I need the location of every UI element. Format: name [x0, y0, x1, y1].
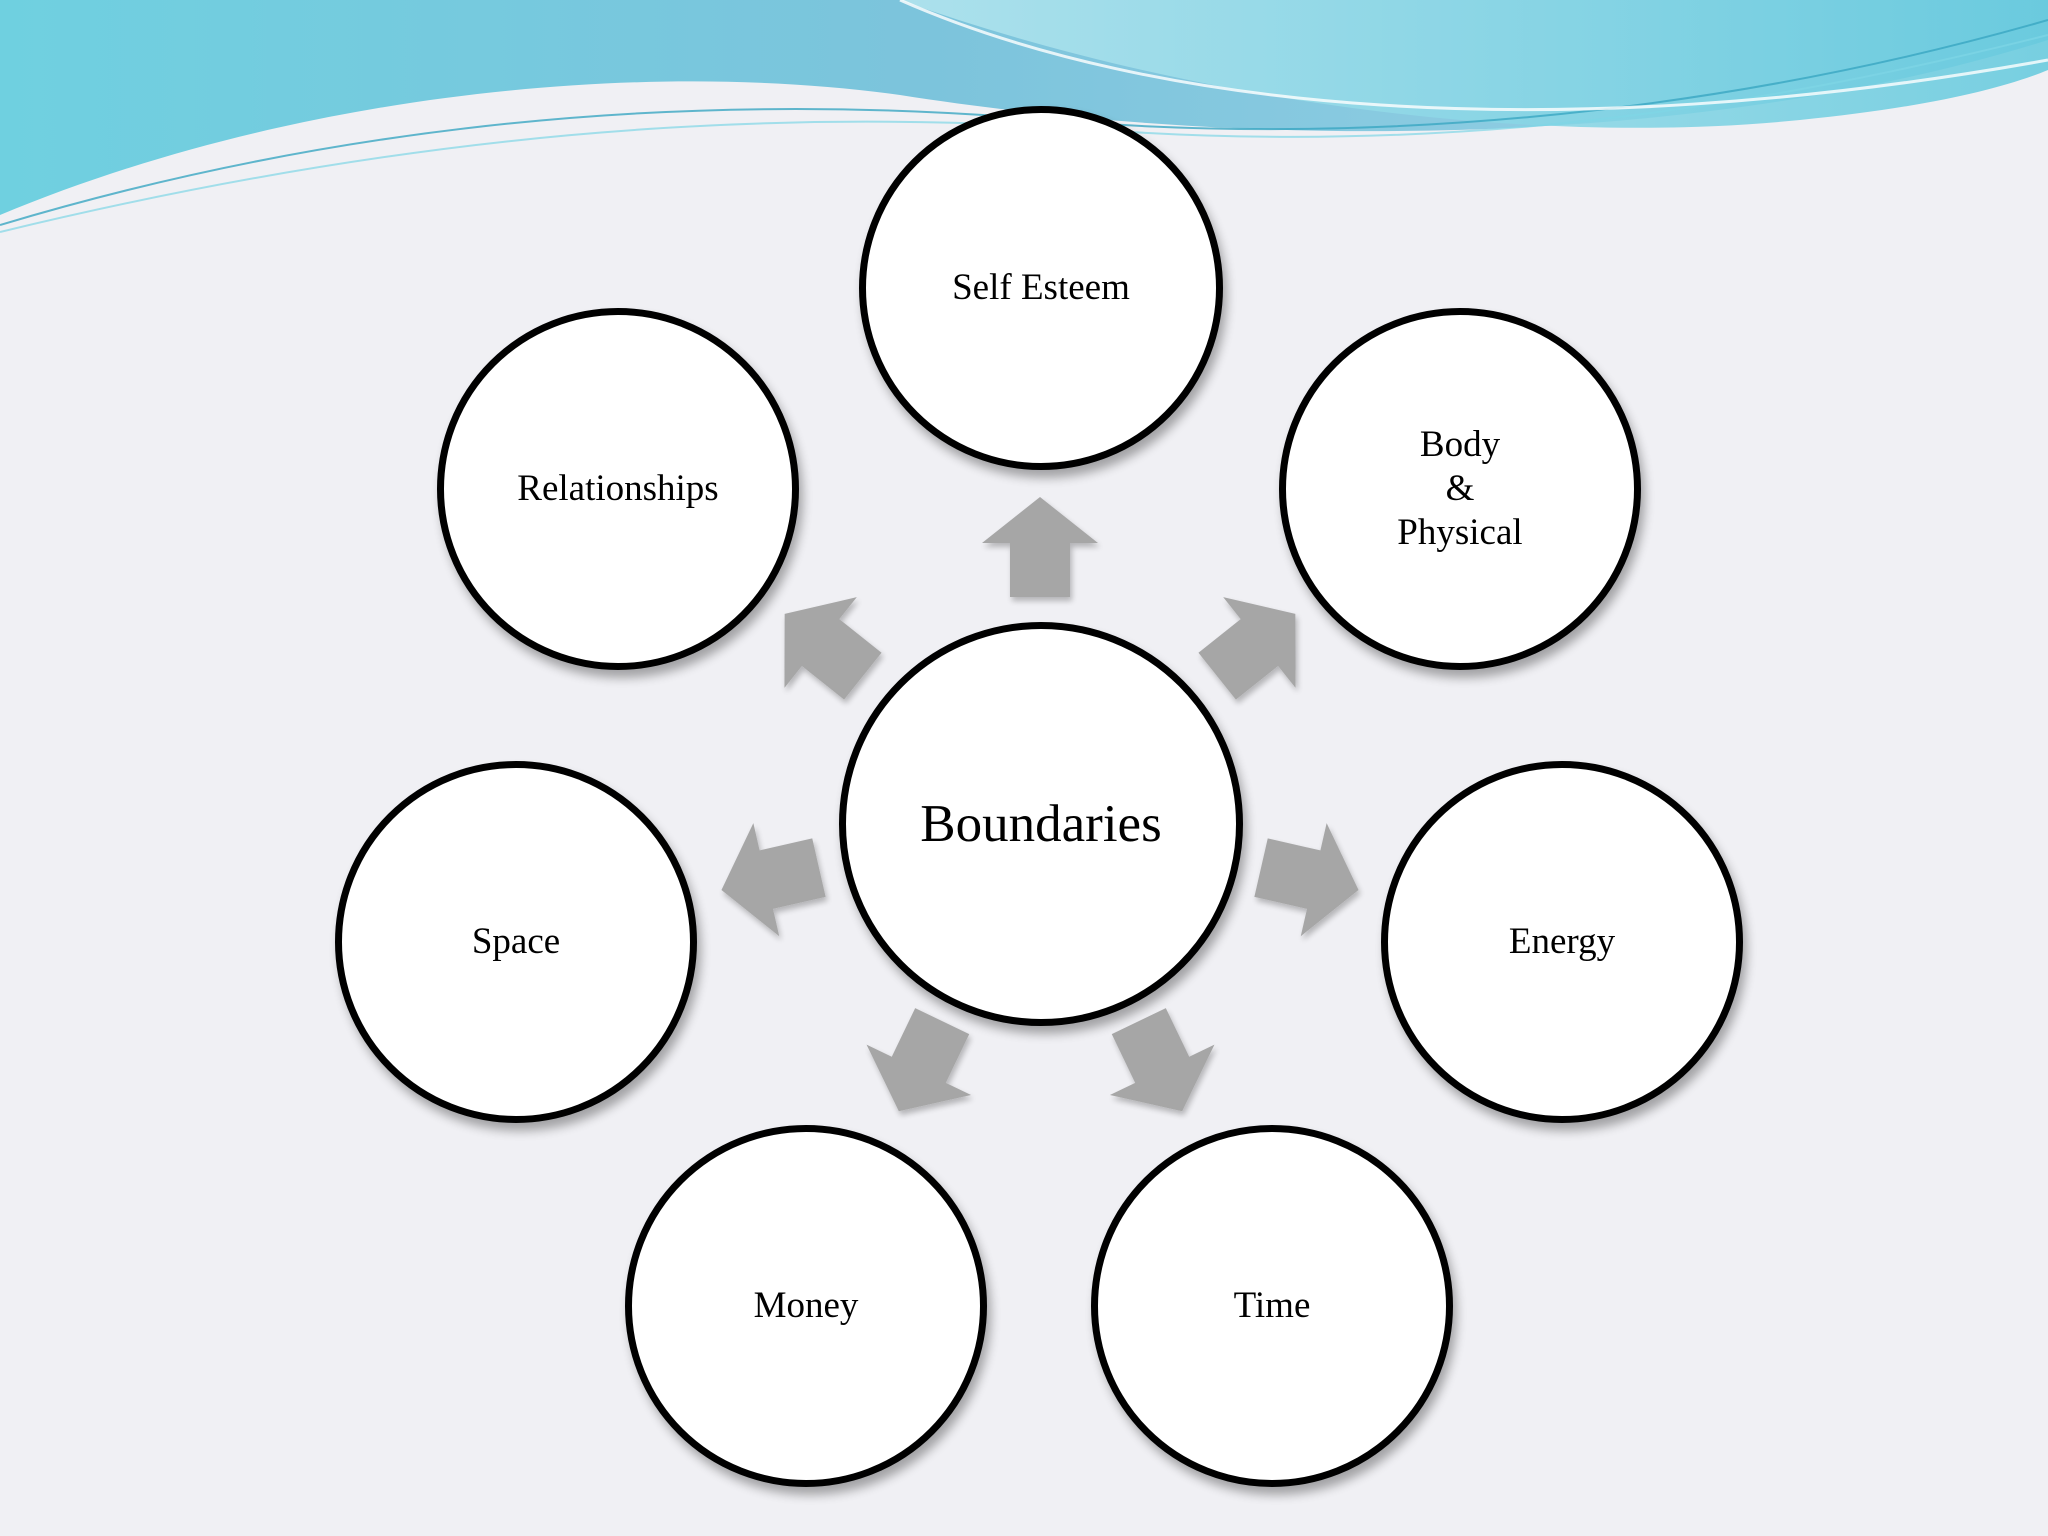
node-center-label: Boundaries: [920, 795, 1162, 853]
arrow-to-money: [846, 996, 995, 1137]
node-body-physical: Body & Physical: [1279, 308, 1641, 670]
arrow-to-self-esteem: [982, 497, 1098, 597]
node-center-boundaries: Boundaries: [839, 622, 1243, 1026]
node-self-esteem: Self Esteem: [859, 106, 1223, 470]
node-space-label: Space: [471, 921, 561, 962]
node-time-label: Time: [1233, 1285, 1311, 1326]
node-relationships: Relationships: [437, 308, 799, 670]
node-energy: Energy: [1381, 761, 1743, 1123]
arrow-to-space: [708, 811, 832, 947]
node-time: Time: [1091, 1125, 1453, 1487]
arrow-to-body-physical: [1180, 568, 1332, 722]
node-space: Space: [335, 761, 697, 1123]
node-energy-label: Energy: [1508, 921, 1616, 962]
node-money-label: Money: [753, 1285, 859, 1326]
node-money: Money: [625, 1125, 987, 1487]
arrow-to-time: [1086, 996, 1235, 1137]
arrow-to-relationships: [748, 568, 900, 722]
node-body-physical-label: Body & Physical: [1397, 424, 1523, 553]
node-relationships-label: Relationships: [517, 468, 719, 509]
arrow-to-energy: [1248, 811, 1372, 947]
node-self-esteem-label: Self Esteem: [952, 267, 1130, 308]
